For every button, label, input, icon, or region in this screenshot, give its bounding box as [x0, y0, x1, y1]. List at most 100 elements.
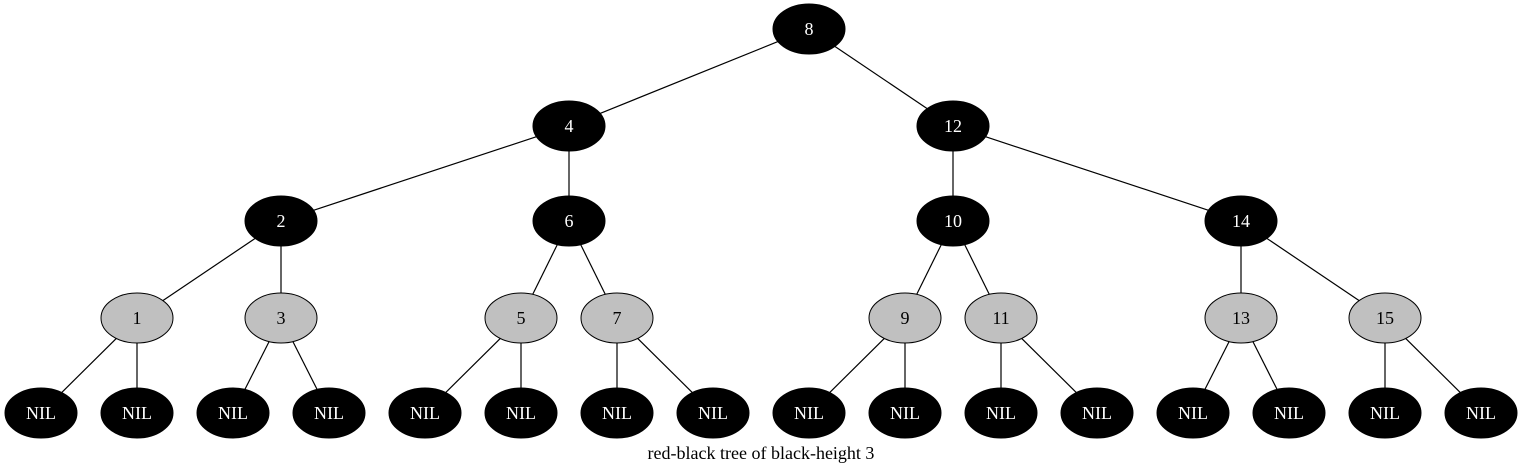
red-node-ellipse	[1204, 292, 1278, 344]
nil-leaf-node: NIL	[868, 387, 942, 439]
node-label: 4	[565, 116, 574, 136]
tree-node-13: 13	[1204, 292, 1278, 344]
red-node-ellipse	[1348, 292, 1422, 344]
red-node-ellipse	[100, 292, 174, 344]
node-label: NIL	[794, 403, 824, 423]
tree-edge-n9-nil9	[829, 338, 885, 393]
node-label: NIL	[506, 403, 536, 423]
black-node-ellipse	[1444, 387, 1518, 439]
tree-node-8: 8	[772, 3, 846, 55]
node-label: NIL	[698, 403, 728, 423]
red-node-ellipse	[964, 292, 1038, 344]
node-label: NIL	[314, 403, 344, 423]
nil-leaf-node: NIL	[1444, 387, 1518, 439]
tree-edge-n15-nil16	[1405, 338, 1461, 393]
tree-edge-n1-nil1	[61, 338, 117, 393]
tree-node-15: 15	[1348, 292, 1422, 344]
node-label: 10	[944, 211, 962, 231]
tree-edge-n6-n5	[532, 244, 558, 295]
tree-node-1: 1	[100, 292, 174, 344]
tree-edge-n6-n7	[580, 244, 606, 295]
node-label: 7	[613, 308, 622, 328]
node-label: NIL	[1370, 403, 1400, 423]
node-label: 2	[277, 211, 286, 231]
black-node-ellipse	[868, 387, 942, 439]
node-label: NIL	[410, 403, 440, 423]
tree-edges	[61, 41, 1461, 393]
tree-edge-n2-n1	[162, 237, 256, 302]
node-label: 1	[133, 308, 142, 328]
tree-edge-n5-nil5	[445, 338, 501, 393]
node-label: NIL	[986, 403, 1016, 423]
tree-edge-n4-n2	[313, 136, 537, 211]
node-label: 8	[805, 19, 814, 39]
tree-node-2: 2	[244, 195, 318, 247]
tree-node-3: 3	[244, 292, 318, 344]
black-node-ellipse	[292, 387, 366, 439]
nil-leaf-node: NIL	[196, 387, 270, 439]
node-label: 12	[944, 116, 962, 136]
tree-edge-n13-nil14	[1252, 341, 1278, 390]
tree-node-10: 10	[916, 195, 990, 247]
nil-leaf-node: NIL	[1156, 387, 1230, 439]
diagram-caption: red-black tree of black-height 3	[648, 443, 875, 463]
black-node-ellipse	[244, 195, 318, 247]
nil-leaf-node: NIL	[676, 387, 750, 439]
black-node-ellipse	[100, 387, 174, 439]
black-node-ellipse	[772, 387, 846, 439]
black-node-ellipse	[388, 387, 462, 439]
node-label: NIL	[218, 403, 248, 423]
red-node-ellipse	[580, 292, 654, 344]
black-node-ellipse	[1252, 387, 1326, 439]
tree-edge-n8-n4	[599, 41, 779, 114]
node-label: 11	[992, 308, 1009, 328]
black-node-ellipse	[532, 195, 606, 247]
node-label: 9	[901, 308, 910, 328]
nil-leaf-node: NIL	[1348, 387, 1422, 439]
nil-leaf-node: NIL	[4, 387, 78, 439]
black-node-ellipse	[964, 387, 1038, 439]
tree-edge-n10-n11	[964, 244, 990, 295]
tree-edge-n3-nil3	[244, 341, 270, 390]
tree-node-6: 6	[532, 195, 606, 247]
node-label: NIL	[1082, 403, 1112, 423]
red-node-ellipse	[484, 292, 558, 344]
black-node-ellipse	[1060, 387, 1134, 439]
black-node-ellipse	[916, 100, 990, 152]
tree-node-5: 5	[484, 292, 558, 344]
nil-leaf-node: NIL	[964, 387, 1038, 439]
node-label: NIL	[26, 403, 56, 423]
node-label: NIL	[122, 403, 152, 423]
red-node-ellipse	[244, 292, 318, 344]
tree-edge-n7-nil8	[637, 338, 693, 393]
node-label: 6	[565, 211, 574, 231]
black-node-ellipse	[1156, 387, 1230, 439]
node-label: 13	[1232, 308, 1250, 328]
tree-node-9: 9	[868, 292, 942, 344]
black-node-ellipse	[916, 195, 990, 247]
tree-node-11: 11	[964, 292, 1038, 344]
node-label: NIL	[1274, 403, 1304, 423]
tree-edge-n10-n9	[916, 244, 942, 295]
node-label: NIL	[1178, 403, 1208, 423]
tree-edge-n8-n12	[834, 45, 928, 110]
black-node-ellipse	[4, 387, 78, 439]
node-label: NIL	[1466, 403, 1496, 423]
nil-leaf-node: NIL	[388, 387, 462, 439]
node-label: 15	[1376, 308, 1394, 328]
node-label: NIL	[890, 403, 920, 423]
node-label: 3	[277, 308, 286, 328]
black-node-ellipse	[532, 100, 606, 152]
tree-node-14: 14	[1204, 195, 1278, 247]
nil-leaf-node: NIL	[100, 387, 174, 439]
node-label: NIL	[602, 403, 632, 423]
node-label: 14	[1232, 211, 1250, 231]
tree-node-12: 12	[916, 100, 990, 152]
nil-leaf-node: NIL	[580, 387, 654, 439]
tree-node-4: 4	[532, 100, 606, 152]
black-node-ellipse	[1204, 195, 1278, 247]
tree-edge-n13-nil13	[1204, 341, 1230, 390]
nil-leaf-node: NIL	[772, 387, 846, 439]
